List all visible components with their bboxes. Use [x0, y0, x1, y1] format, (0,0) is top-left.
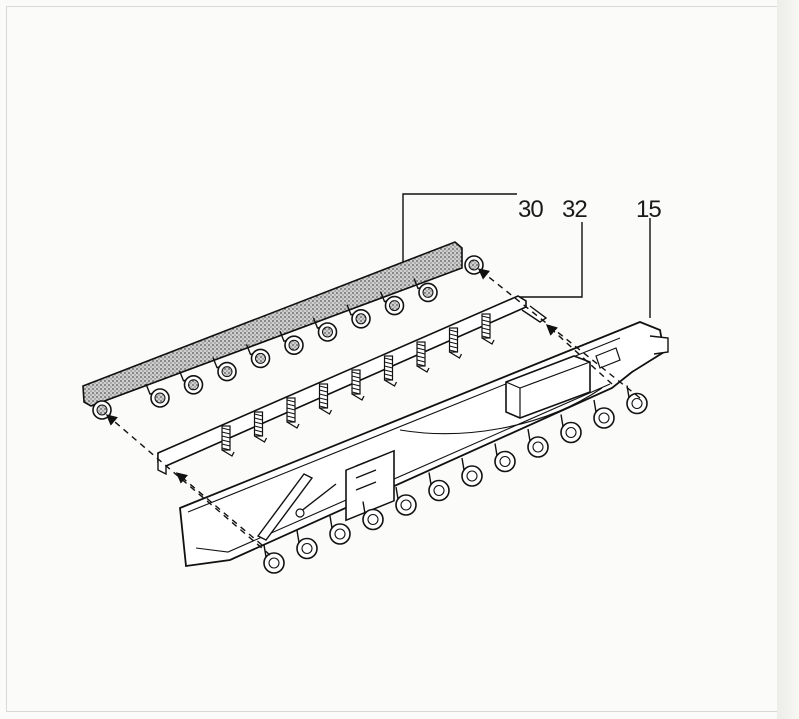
suspension-spring	[253, 411, 268, 443]
leader-part-30	[402, 193, 517, 262]
suspension-spring	[351, 369, 365, 401]
page-edge-shadow	[777, 0, 799, 719]
spring-rail	[157, 295, 548, 476]
arrow-front-upper	[477, 268, 641, 399]
hull-side-frame	[179, 321, 669, 574]
suspension-spring	[448, 327, 463, 359]
suspension-spring	[318, 383, 333, 415]
suspension-spring	[416, 341, 430, 373]
callout-leaders	[402, 193, 651, 318]
suspension-spring	[286, 397, 300, 429]
springs	[221, 313, 495, 457]
suspension-spring	[221, 425, 235, 457]
upper-wheel-rail	[82, 241, 484, 420]
arrow-rear-middle	[175, 472, 263, 546]
arrow-front-middle	[545, 324, 613, 385]
hull-wheels	[263, 385, 648, 574]
upper-wheels	[145, 278, 438, 408]
callout-part-30: 30	[518, 196, 544, 223]
callout-part-32: 32	[562, 196, 588, 223]
assembly-arrows	[105, 268, 641, 556]
suspension-spring	[383, 355, 398, 387]
leader-part-32	[519, 222, 583, 298]
callout-part-15: 15	[636, 196, 662, 223]
arrow-rear-upper	[105, 414, 271, 556]
suspension-spring	[481, 313, 495, 345]
